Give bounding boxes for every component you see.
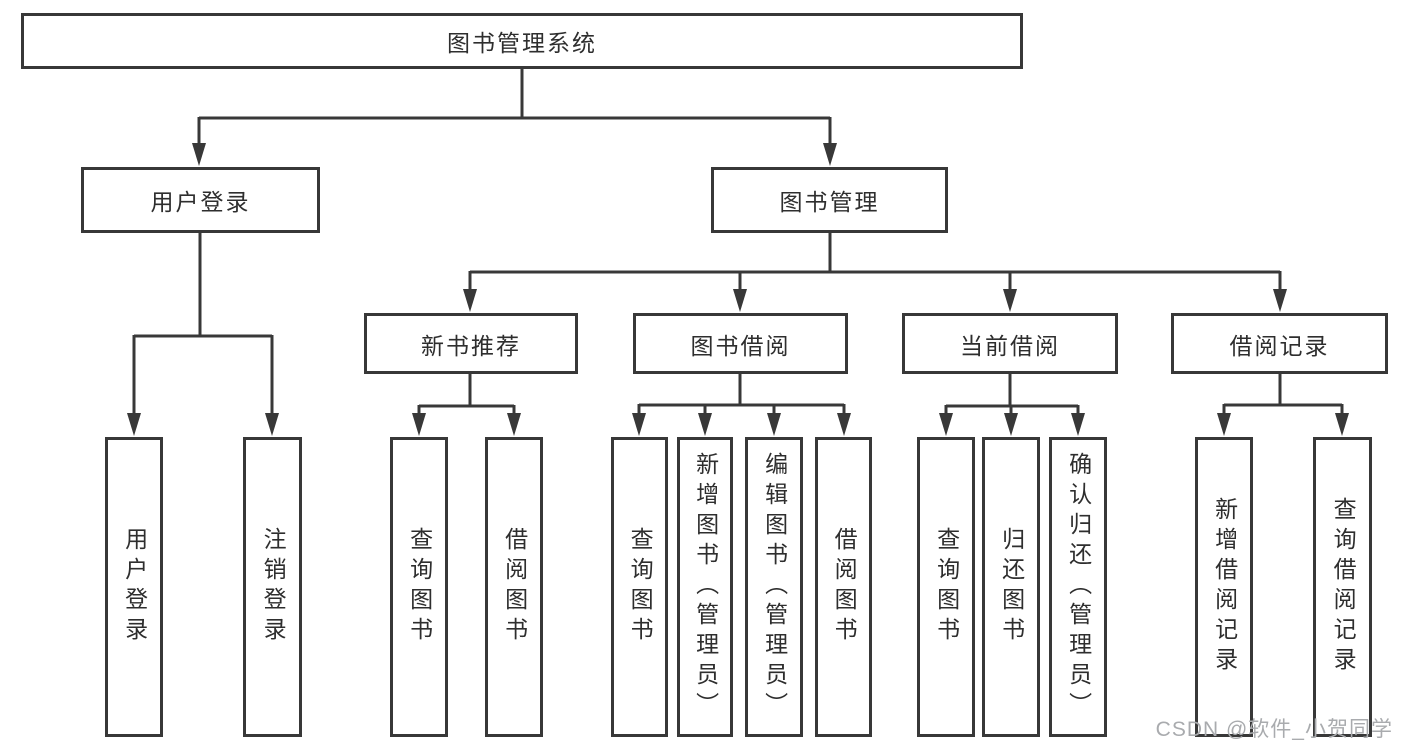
- leaf-label: 确认归还（管理员）: [1065, 452, 1092, 722]
- leaf-query-books-recommend: 查询图书: [390, 437, 448, 737]
- leaf-label: 编辑图书（管理员）: [761, 452, 788, 722]
- node-current-borrow: 当前借阅: [902, 313, 1118, 374]
- node-new-book-recommend: 新书推荐: [364, 313, 578, 374]
- leaf-label: 归还图书: [998, 527, 1025, 647]
- leaf-label: 查询图书: [627, 527, 654, 647]
- arrowheads: [127, 143, 1349, 436]
- leaf-label: 用户登录: [121, 527, 148, 647]
- leaf-label: 查询图书: [933, 527, 960, 647]
- leaf-confirm-return-admin: 确认归还（管理员）: [1049, 437, 1107, 737]
- leaf-label: 新增借阅记录: [1211, 497, 1238, 677]
- node-borrow-records: 借阅记录: [1171, 313, 1388, 374]
- leaf-query-books-borrow: 查询图书: [611, 437, 668, 737]
- node-book-management: 图书管理: [711, 167, 948, 233]
- leaf-borrow-books: 借阅图书: [815, 437, 872, 737]
- node-user-login: 用户登录: [81, 167, 320, 233]
- leaf-label: 查询借阅记录: [1330, 497, 1357, 677]
- leaf-label: 借阅图书: [831, 527, 858, 647]
- node-library-system: 图书管理系统: [21, 13, 1023, 69]
- leaf-logout: 注销登录: [243, 437, 302, 737]
- leaf-query-borrow-record: 查询借阅记录: [1313, 437, 1372, 737]
- leaf-edit-books-admin: 编辑图书（管理员）: [745, 437, 803, 737]
- leaf-label: 借阅图书: [501, 527, 528, 647]
- leaf-add-books-admin: 新增图书（管理员）: [677, 437, 733, 737]
- leaf-user-login: 用户登录: [105, 437, 163, 737]
- leaf-label: 注销登录: [260, 527, 287, 647]
- watermark: CSDN @软件_小贺同学: [1155, 718, 1393, 741]
- leaf-label: 查询图书: [406, 527, 433, 647]
- leaf-return-books: 归还图书: [982, 437, 1040, 737]
- leaf-label: 新增图书（管理员）: [692, 452, 719, 722]
- leaf-borrow-books-recommend: 借阅图书: [485, 437, 543, 737]
- node-book-borrow: 图书借阅: [633, 313, 848, 374]
- leaf-query-books-current: 查询图书: [917, 437, 975, 737]
- leaf-add-borrow-record: 新增借阅记录: [1195, 437, 1253, 737]
